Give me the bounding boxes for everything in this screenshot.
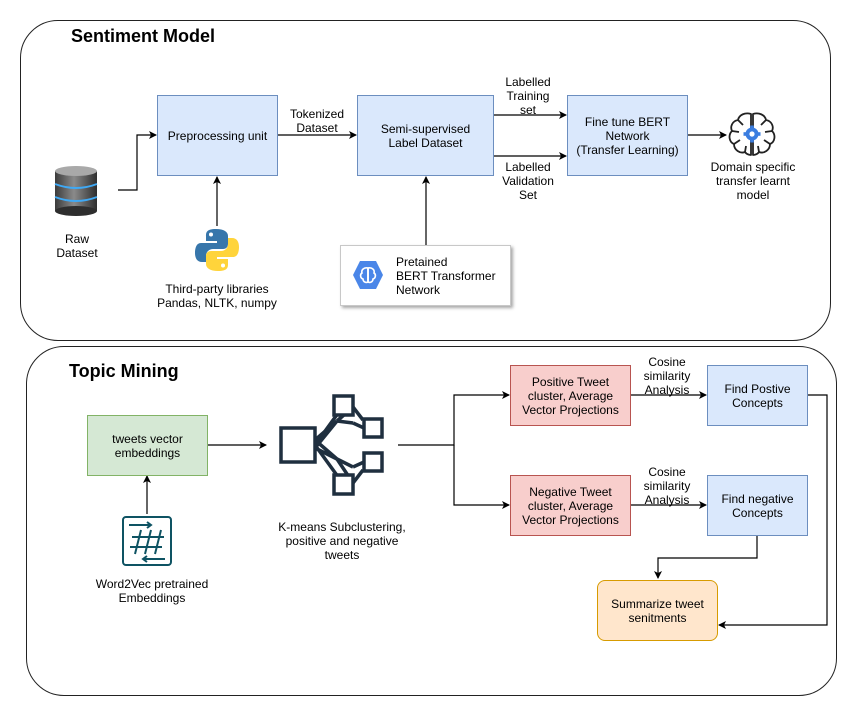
topic-mining-section — [26, 346, 837, 696]
arrow-raw-to-preprocessing — [118, 131, 157, 191]
network-graph-icon — [279, 394, 384, 496]
tweets-vector-embeddings-box[interactable]: tweets vector embeddings — [87, 415, 208, 476]
arrow-kmeans-split — [398, 391, 510, 446]
domain-model-label: Domain specific transfer learnt model — [710, 160, 796, 202]
positive-tweet-cluster-box[interactable]: Positive Tweet cluster, Average Vector P… — [510, 365, 631, 426]
topic-mining-title: Topic Mining — [69, 361, 179, 381]
fine-tune-bert-box[interactable]: Fine tune BERT Network (Transfer Learnin… — [567, 95, 688, 176]
tokenized-dataset-label: Tokenized Dataset — [289, 107, 345, 135]
kmeans-label: K-means Subclustering, positive and nega… — [278, 520, 406, 562]
brain-gear-icon — [728, 112, 776, 156]
arrow-find-positive-to-summarize — [718, 394, 828, 629]
negative-tweet-cluster-box[interactable]: Negative Tweet cluster, Average Vector P… — [510, 475, 631, 536]
arrow-find-negative-to-summarize — [654, 535, 758, 579]
pretrained-bert-label: Pretained BERT Transformer Network — [396, 255, 496, 297]
pretrained-bert-card[interactable]: Pretained BERT Transformer Network — [340, 245, 511, 306]
arrow-kmeans-split-negative — [453, 445, 510, 509]
training-set-label: Labelled Training set — [505, 75, 551, 117]
find-positive-concepts-box[interactable]: Find Postive Concepts — [707, 365, 808, 426]
word2vec-label: Word2Vec pretrained Embeddings — [95, 577, 209, 605]
sentiment-model-title: Sentiment Model — [71, 26, 216, 46]
sentiment-model-section — [20, 20, 831, 341]
word2vec-icon — [122, 516, 172, 566]
third-party-libraries-label: Third-party libraries Pandas, NLTK, nump… — [157, 282, 277, 310]
semi-supervised-dataset-box[interactable]: Semi-supervised Label Dataset — [357, 95, 494, 176]
raw-dataset-label: Raw Dataset — [56, 232, 98, 260]
find-negative-concepts-box[interactable]: Find negative Concepts — [707, 475, 808, 536]
preprocessing-unit-box[interactable]: Preprocessing unit — [157, 95, 278, 176]
cosine-similarity-label-negative: Cosine similarity Analysis — [643, 465, 691, 507]
cloud-ai-icon — [353, 261, 383, 289]
cosine-similarity-label-positive: Cosine similarity Analysis — [643, 355, 691, 397]
database-icon — [54, 166, 98, 216]
summarize-tweet-sentiments-box[interactable]: Summarize tweet senitments — [597, 580, 718, 641]
python-logo-icon — [195, 229, 239, 271]
validation-set-label: Labelled Validation Set — [502, 160, 554, 202]
